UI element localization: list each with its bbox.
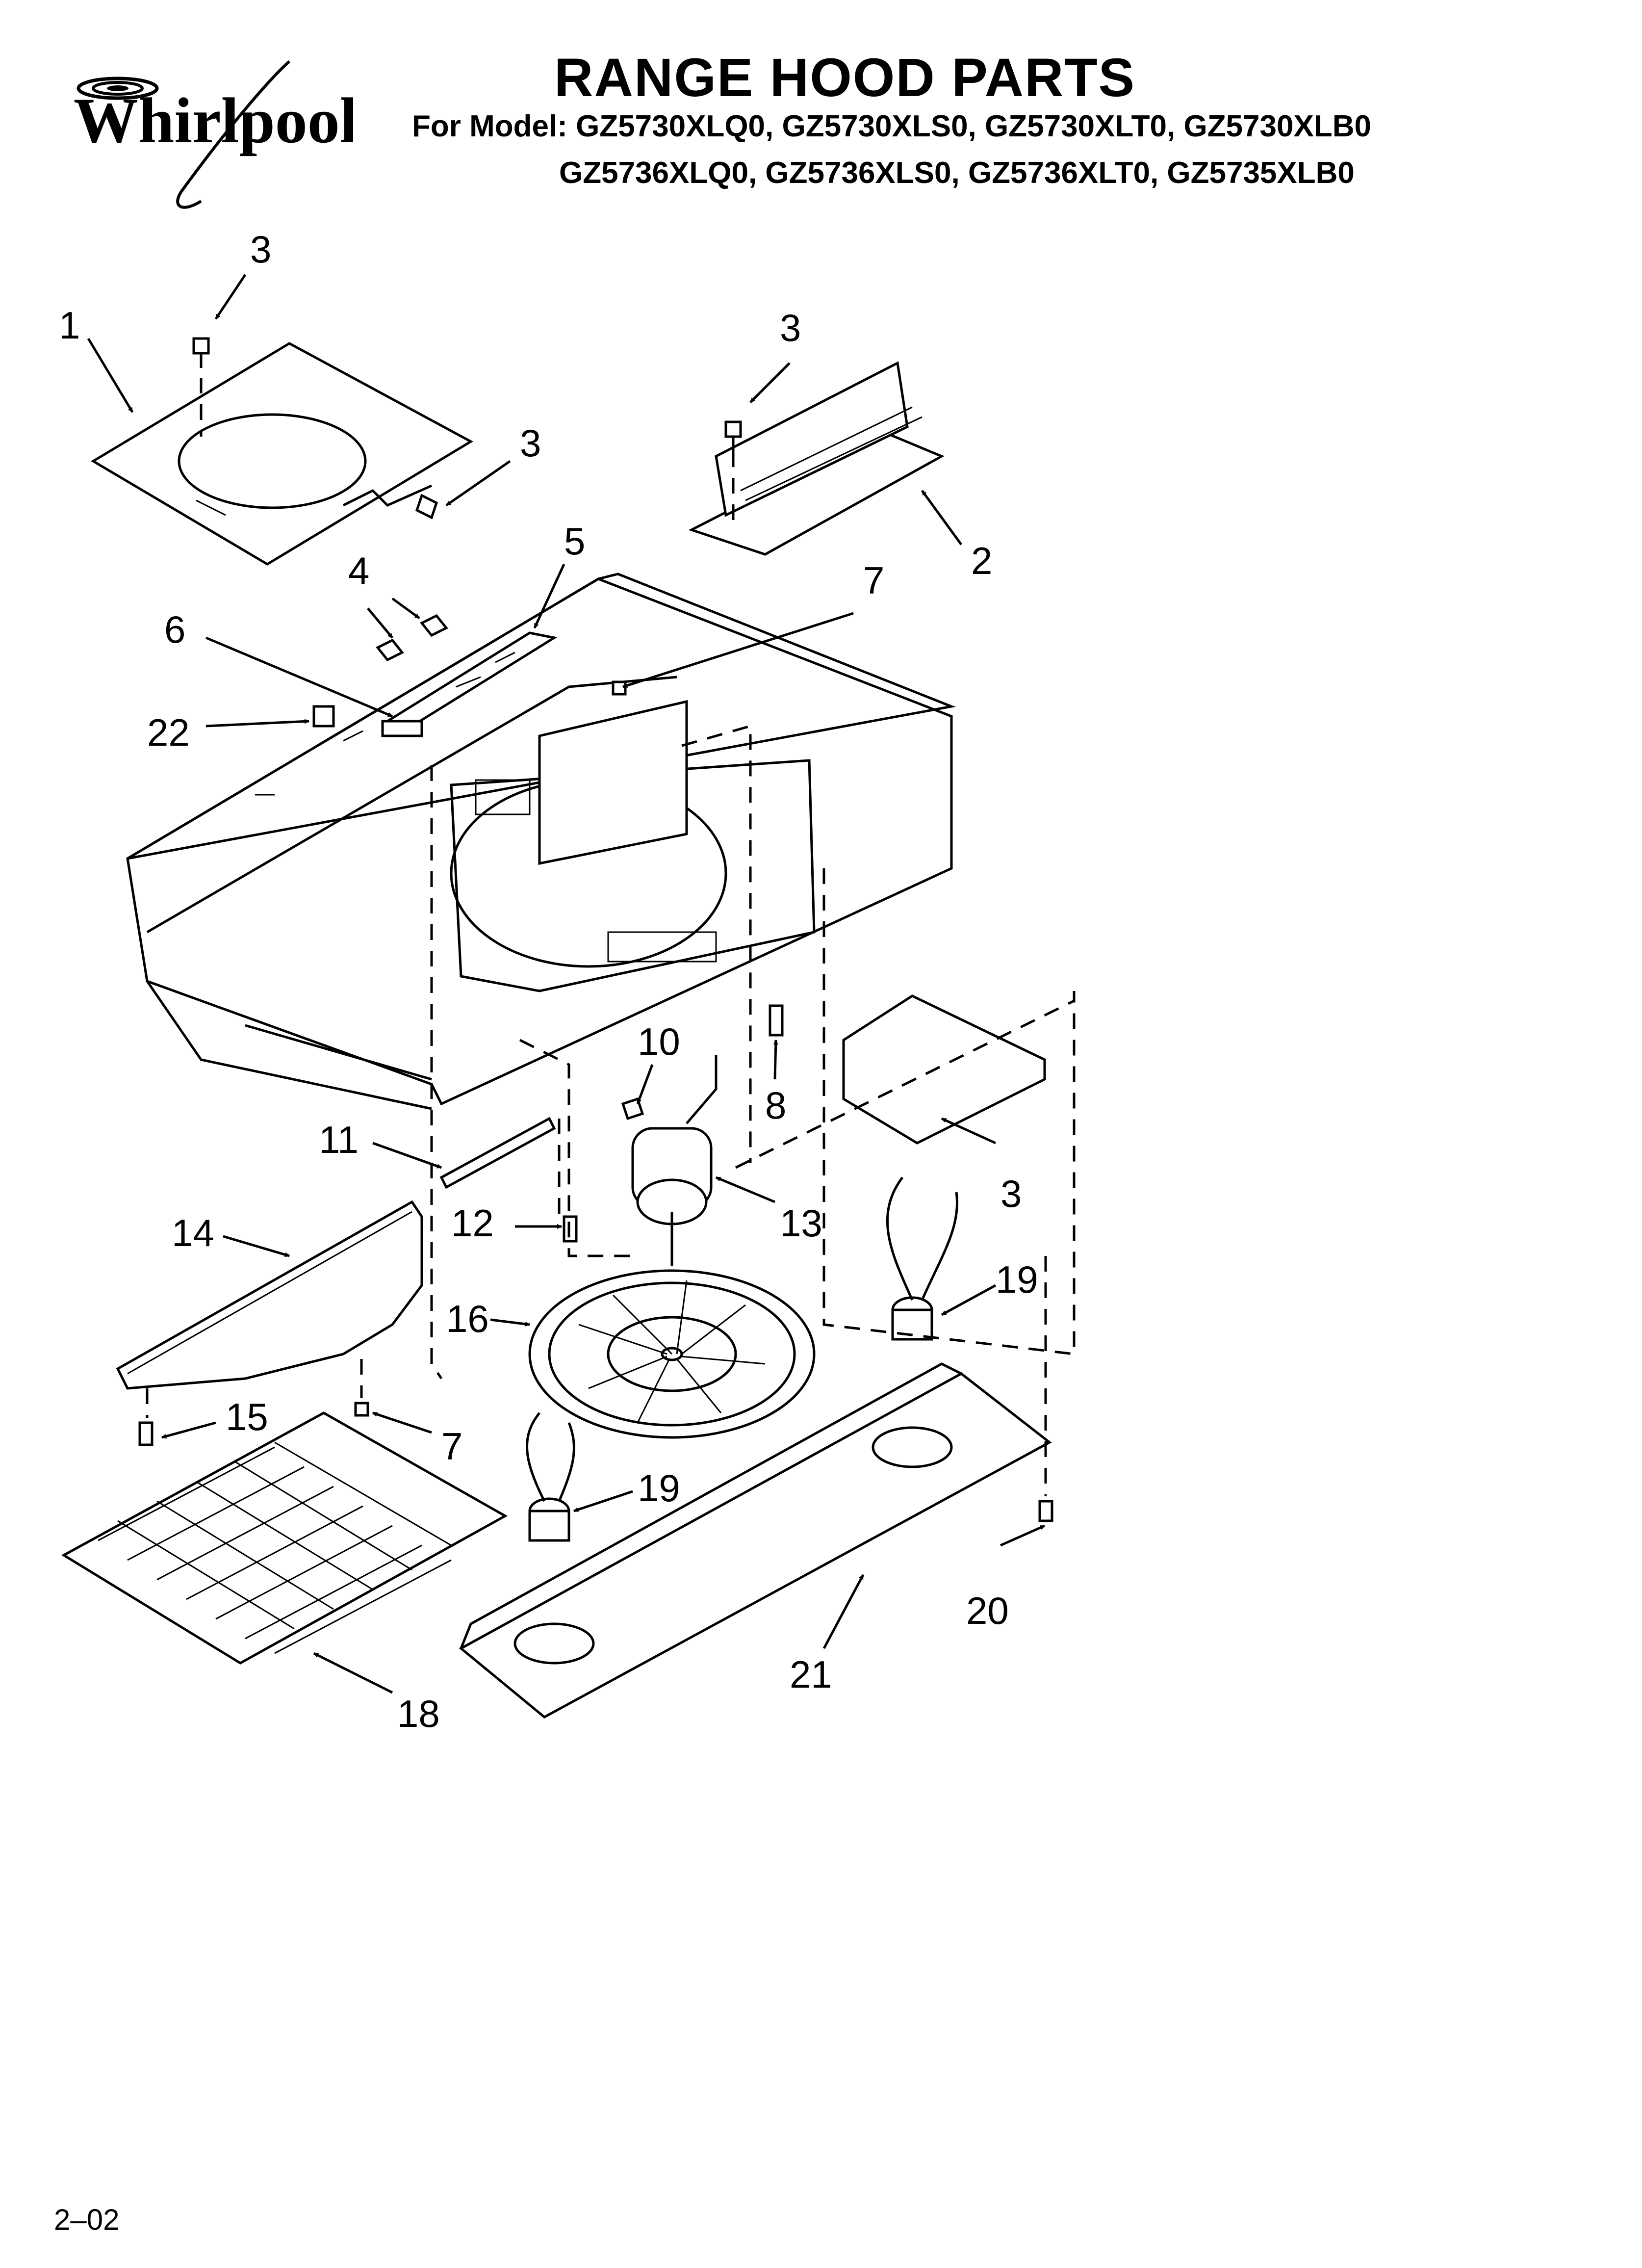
part-2-bracket [688,361,945,556]
part-19-light-socket-left [526,1412,575,1542]
part-19-light-socket-right [886,1176,959,1341]
callout-5: 5 [564,520,585,563]
part-20-screw [1038,1500,1053,1522]
callout-20: 20 [966,1589,1009,1632]
callout-1: 1 [59,304,80,347]
callout-7: 7 [441,1425,462,1468]
model-list: For Model: GZ5730XLQ0, GZ5730XLS0, GZ573… [412,103,1371,196]
part-1-top-plate [91,342,474,566]
model-line-2: GZ5736XLQ0, GZ5736XLS0, GZ5736XLT0, GZ57… [559,156,1355,190]
callout-3: 3 [780,306,801,349]
part-21-bottom-panel [459,1362,1052,1719]
part-3-screws [192,337,933,1125]
page-title: RANGE HOOD PARTS [554,48,1136,108]
assembly-guide-lines [146,378,1076,1496]
whirlpool-swirl-icon: Whirlpool [74,60,358,209]
callout-leaders [87,274,1046,1694]
callout-18: 18 [397,1692,440,1735]
callout-7: 7 [863,559,884,602]
callout-13: 13 [780,1201,822,1245]
callout-2: 2 [971,539,992,582]
callout-14: 14 [172,1211,214,1254]
callout-19: 19 [638,1466,680,1510]
callout-11: 11 [319,1118,359,1161]
brand-wordmark: Whirlpool [74,84,353,156]
callout-22: 22 [147,711,190,754]
callout-10: 10 [638,1020,680,1063]
callout-3: 3 [250,228,271,271]
part-15-screw [138,1421,154,1446]
part-14-grease-panel [116,1200,423,1390]
callout-16: 16 [446,1297,489,1340]
part-13-motor [621,1055,718,1266]
callout-4: 4 [348,549,369,592]
part-22-clip [312,705,335,728]
part-11-bracket [439,1117,556,1189]
callout-8: 8 [765,1084,786,1127]
part-16-fan [528,1269,816,1439]
blower-cover-plate [842,994,1046,1145]
callout-3: 3 [1001,1172,1022,1215]
callout-15: 15 [226,1395,268,1438]
callout-3: 3 [520,421,541,465]
whirlpool-logo: Whirlpool [59,54,358,216]
callout-12: 12 [451,1201,494,1245]
part-5-6-control-panel [381,631,558,737]
callout-6: 6 [164,608,185,651]
revision-date: 2–02 [54,2203,120,2236]
callout-21: 21 [790,1653,832,1696]
callout-19: 19 [996,1258,1038,1301]
part-18-filter [61,1411,508,1665]
model-line-1: For Model: GZ5730XLQ0, GZ5730XLS0, GZ573… [412,109,1371,143]
part-8-screw [769,1004,784,1037]
hood-body [126,573,956,1110]
part-4-knobs [376,614,448,662]
part-7-screws [354,680,627,1417]
